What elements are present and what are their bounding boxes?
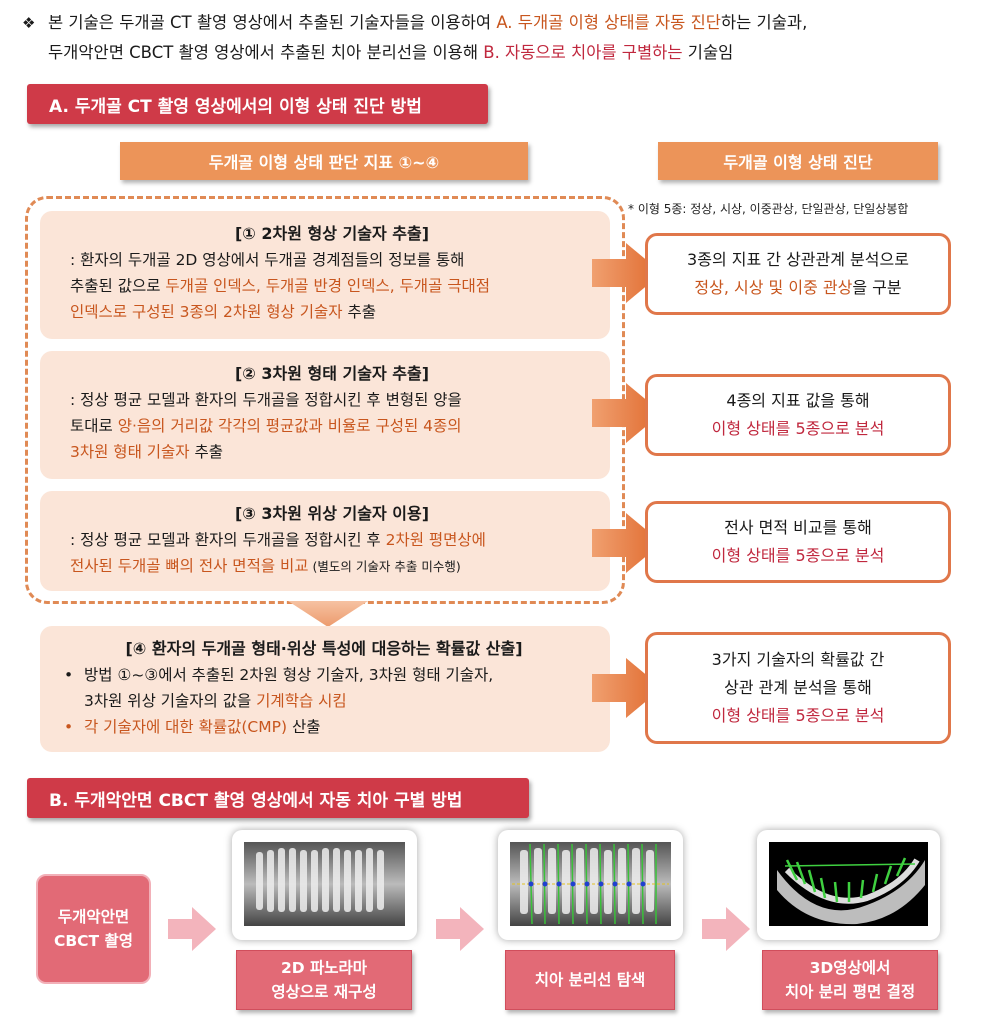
- result-4-line-1: 3가지 기술자의 확률값 간: [711, 650, 885, 669]
- result-2-line-1: 4종의 지표 값을 통해: [726, 391, 870, 410]
- descriptor-2-line-3: 3차원 형태 기술자 추출: [70, 443, 223, 461]
- intro-line-1: 본 기술은 두개골 CT 촬영 영상에서 추출된 기술자들을 이용하여 A. 두…: [48, 13, 808, 32]
- descriptor-4-title: [④ 환자의 두개골 형태·위상 특성에 대응하는 확률값 산출]: [125, 639, 523, 658]
- indicator-column-header: 두개골 이형 상태 판단 지표 ①~④: [120, 142, 528, 180]
- separation-image-frame: [498, 830, 683, 940]
- section-b-header: B. 두개악안면 CBCT 촬영 영상에서 자동 치아 구별 방법: [27, 778, 529, 818]
- descriptor-3-title: [③ 3차원 위상 기술자 이용]: [234, 504, 430, 523]
- intro-text: ❖ 본 기술은 두개골 CT 촬영 영상에서 추출된 기술자들을 이용하여 A.…: [22, 8, 972, 68]
- result-3-line-2: 이형 상태를 5종으로 분석: [711, 546, 885, 565]
- step-separation-label: 치아 분리선 탐색: [505, 950, 675, 1010]
- descriptor-1-line-3: 인덱스로 구성된 3종의 2차원 형상 기술자 추출: [70, 303, 376, 321]
- result-box-3: 전사 면적 비교를 통해 이형 상태를 5종으로 분석: [645, 501, 951, 583]
- result-3-line-1: 전사 면적 비교를 통해: [724, 518, 872, 537]
- descriptor-3-line-1: : 정상 평균 모델과 환자의 두개골을 정합시킨 후 2차원 평면상에: [70, 531, 486, 549]
- panoramic-image-frame: [232, 830, 417, 940]
- diagnosis-column-header: 두개골 이형 상태 진단: [658, 142, 938, 180]
- diamond-bullet-icon: ❖: [22, 14, 36, 32]
- descriptor-3-line-2: 전사된 두개골 뼈의 전사 면적을 비교 (별도의 기술자 추출 미수행): [70, 557, 461, 575]
- right-arrow-icon: [436, 907, 484, 951]
- descriptor-4-list: 방법 ①~③에서 추출된 2차원 형상 기술자, 3차원 형태 기술자,3차원 …: [54, 662, 594, 740]
- descriptor-1-line-2: 추출된 값으로 두개골 인덱스, 두개골 반경 인덱스, 두개골 극대점: [70, 277, 491, 295]
- separation-line-image: [510, 842, 671, 926]
- descriptor-box-4: [④ 환자의 두개골 형태·위상 특성에 대응하는 확률값 산출] 방법 ①~③…: [40, 626, 610, 752]
- result-box-1: 3종의 지표 간 상관관계 분석으로 정상, 시상 및 이중 관상을 구분: [645, 233, 951, 315]
- result-4-line-3: 이형 상태를 5종으로 분석: [711, 706, 885, 725]
- descriptor-box-1: [① 2차원 형상 기술자 추출] : 환자의 두개골 2D 영상에서 두개골 …: [40, 211, 610, 339]
- down-arrow-icon: [288, 601, 368, 627]
- cbct-start-box: 두개악안면 CBCT 촬영: [36, 874, 151, 984]
- intro-line-2: 두개악안면 CBCT 촬영 영상에서 추출된 치아 분리선을 이용해 B. 자동…: [48, 43, 734, 62]
- result-box-4: 3가지 기술자의 확률값 간 상관 관계 분석을 통해 이형 상태를 5종으로 …: [645, 632, 951, 744]
- step-panorama-label: 2D 파노라마 영상으로 재구성: [236, 950, 412, 1010]
- 3d-separation-plane-image: [769, 842, 928, 926]
- variant-note: * 이형 5종: 정상, 시상, 이중관상, 단일관상, 단일상봉합: [628, 202, 909, 216]
- descriptor-box-2: [② 3차원 형태 기술자 추출] : 정상 평균 모델과 환자의 두개골을 정…: [40, 351, 610, 479]
- right-arrow-icon: [168, 907, 216, 951]
- right-arrow-icon: [592, 513, 662, 573]
- descriptor-2-line-1: : 정상 평균 모델과 환자의 두개골을 정합시킨 후 변형된 양을: [70, 391, 462, 409]
- list-item: 각 기술자에 대한 확률값(CMP) 산출: [54, 714, 594, 740]
- result-box-2: 4종의 지표 값을 통해 이형 상태를 5종으로 분석: [645, 374, 951, 456]
- descriptor-1-title: [① 2차원 형상 기술자 추출]: [234, 224, 430, 243]
- result-1-line-2: 정상, 시상 및 이중 관상을 구분: [694, 278, 902, 297]
- step-plane-label: 3D영상에서 치아 분리 평면 결정: [762, 950, 938, 1010]
- descriptor-2-title: [② 3차원 형태 기술자 추출]: [234, 364, 430, 383]
- right-arrow-icon: [592, 383, 662, 443]
- descriptor-1-line-1: : 환자의 두개골 2D 영상에서 두개골 경계점들의 정보를 통해: [70, 251, 465, 269]
- right-arrow-icon: [592, 243, 662, 303]
- descriptor-2-line-2: 토대로 양·음의 거리값 각각의 평균값과 비율로 구성된 4종의: [70, 417, 462, 435]
- result-4-line-2: 상관 관계 분석을 통해: [724, 678, 872, 697]
- descriptor-box-3: [③ 3차원 위상 기술자 이용] : 정상 평균 모델과 환자의 두개골을 정…: [40, 491, 610, 591]
- panoramic-xray-image: [244, 842, 405, 926]
- right-arrow-icon: [592, 658, 662, 718]
- plane-image-frame: [757, 830, 940, 940]
- result-1-line-1: 3종의 지표 간 상관관계 분석으로: [687, 250, 909, 269]
- right-arrow-icon: [702, 907, 750, 951]
- section-a-header: A. 두개골 CT 촬영 영상에서의 이형 상태 진단 방법: [27, 84, 488, 124]
- list-item: 방법 ①~③에서 추출된 2차원 형상 기술자, 3차원 형태 기술자,3차원 …: [54, 662, 594, 714]
- result-2-line-2: 이형 상태를 5종으로 분석: [711, 419, 885, 438]
